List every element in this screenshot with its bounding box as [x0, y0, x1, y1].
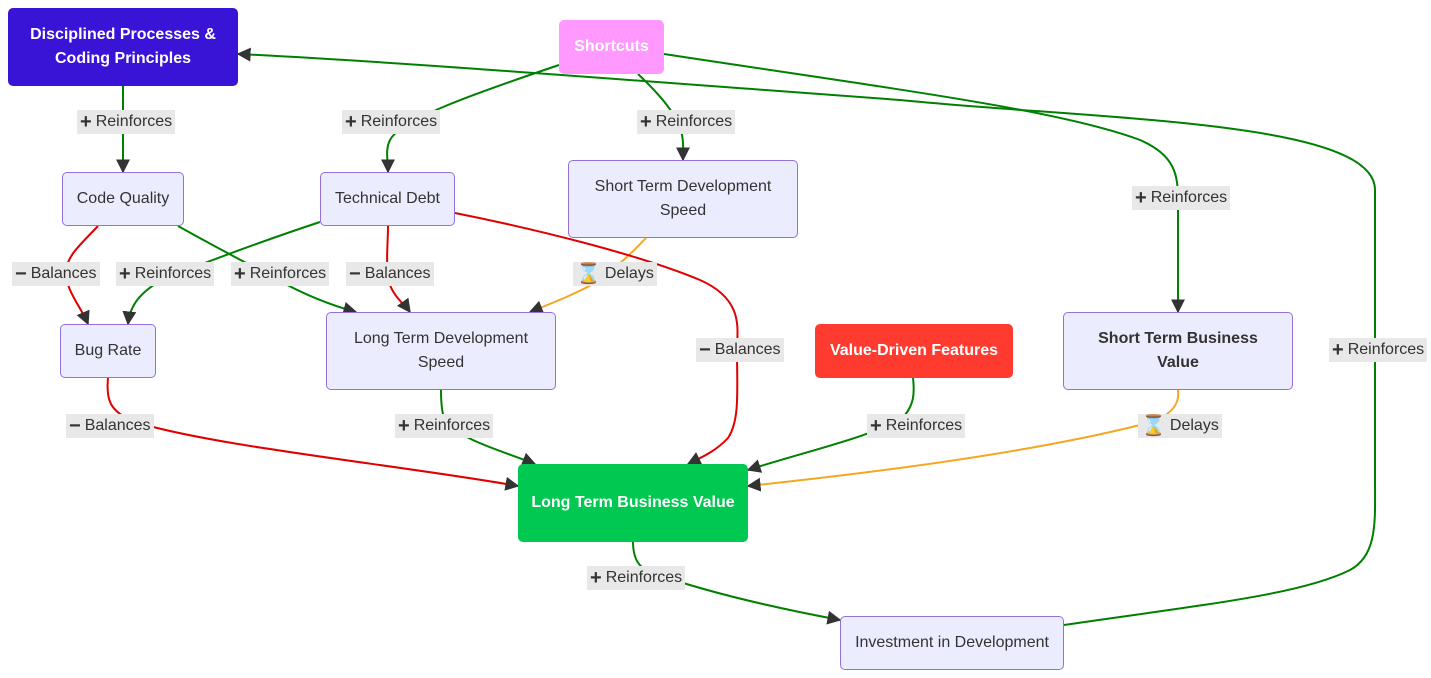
edge-label: +Reinforces: [231, 262, 330, 286]
plus-icon: +: [1135, 187, 1147, 209]
node-bug-rate[interactable]: Bug Rate: [60, 324, 156, 378]
edge-label: ⌛Delays: [573, 262, 657, 286]
edge-label-text: Reinforces: [885, 417, 963, 434]
node-investment[interactable]: Investment in Development: [840, 616, 1064, 670]
edge-label-text: Reinforces: [95, 113, 173, 130]
edge-label-text: Reinforces: [1347, 341, 1425, 358]
hourglass-icon: ⌛: [576, 263, 601, 285]
edge-investment-to-disciplined: [236, 47, 1377, 626]
edge-shortcuts-to-st-business-value: [663, 53, 1185, 314]
edge-label: +Reinforces: [342, 110, 441, 134]
node-lt-dev-speed[interactable]: Long Term Development Speed: [326, 312, 556, 390]
edge-label: −Balances: [346, 262, 434, 286]
edge-label: +Reinforces: [867, 414, 966, 438]
edge-label-text: Reinforces: [1150, 189, 1228, 206]
edge-label-text: Balances: [714, 341, 781, 358]
edge-label: −Balances: [66, 414, 154, 438]
edge-label: +Reinforces: [637, 110, 736, 134]
plus-icon: +: [1332, 339, 1344, 361]
edge-label: ⌛Delays: [1138, 414, 1222, 438]
minus-icon: −: [699, 339, 711, 361]
edge-technical-debt-to-lt-business-value: [454, 212, 739, 465]
plus-icon: +: [590, 567, 602, 589]
plus-icon: +: [870, 415, 882, 437]
plus-icon: +: [398, 415, 410, 437]
node-st-business-value[interactable]: Short Term Business Value: [1063, 312, 1293, 390]
edge-label-text: Delays: [604, 265, 654, 282]
edge-label: −Balances: [696, 338, 784, 362]
plus-icon: +: [119, 263, 131, 285]
edge-label: +Reinforces: [116, 262, 215, 286]
edge-label: +Reinforces: [1132, 186, 1231, 210]
minus-icon: −: [349, 263, 361, 285]
node-shortcuts[interactable]: Shortcuts: [559, 20, 664, 74]
node-value-features[interactable]: Value-Driven Features: [815, 324, 1013, 378]
edge-label-text: Reinforces: [605, 569, 683, 586]
hourglass-icon: ⌛: [1141, 415, 1166, 437]
edge-label-text: Reinforces: [413, 417, 491, 434]
node-code-quality[interactable]: Code Quality: [62, 172, 184, 226]
edge-label-text: Reinforces: [360, 113, 438, 130]
node-technical-debt[interactable]: Technical Debt: [320, 172, 455, 226]
edge-label-text: Delays: [1169, 417, 1219, 434]
edge-label: −Balances: [12, 262, 100, 286]
node-lt-business-value[interactable]: Long Term Business Value: [518, 464, 748, 542]
minus-icon: −: [15, 263, 27, 285]
edge-label-text: Balances: [30, 265, 97, 282]
edge-label: +Reinforces: [1329, 338, 1428, 362]
edge-label: +Reinforces: [587, 566, 686, 590]
edge-st-business-value-to-lt-business-value: [746, 389, 1180, 492]
edge-label: +Reinforces: [395, 414, 494, 438]
plus-icon: +: [345, 111, 357, 133]
edge-shortcuts-to-st-dev-speed: [637, 73, 691, 162]
edge-label-text: Balances: [364, 265, 431, 282]
minus-icon: −: [69, 415, 81, 437]
edge-label-text: Balances: [84, 417, 151, 434]
plus-icon: +: [234, 263, 246, 285]
plus-icon: +: [640, 111, 652, 133]
edge-label-text: Reinforces: [655, 113, 733, 130]
edge-label: +Reinforces: [77, 110, 176, 134]
plus-icon: +: [80, 111, 92, 133]
node-disciplined[interactable]: Disciplined Processes & Coding Principle…: [8, 8, 238, 86]
edge-bug-rate-to-lt-business-value: [106, 377, 520, 491]
edge-label-text: Reinforces: [249, 265, 327, 282]
node-st-dev-speed[interactable]: Short Term Development Speed: [568, 160, 798, 238]
edge-label-text: Reinforces: [134, 265, 212, 282]
